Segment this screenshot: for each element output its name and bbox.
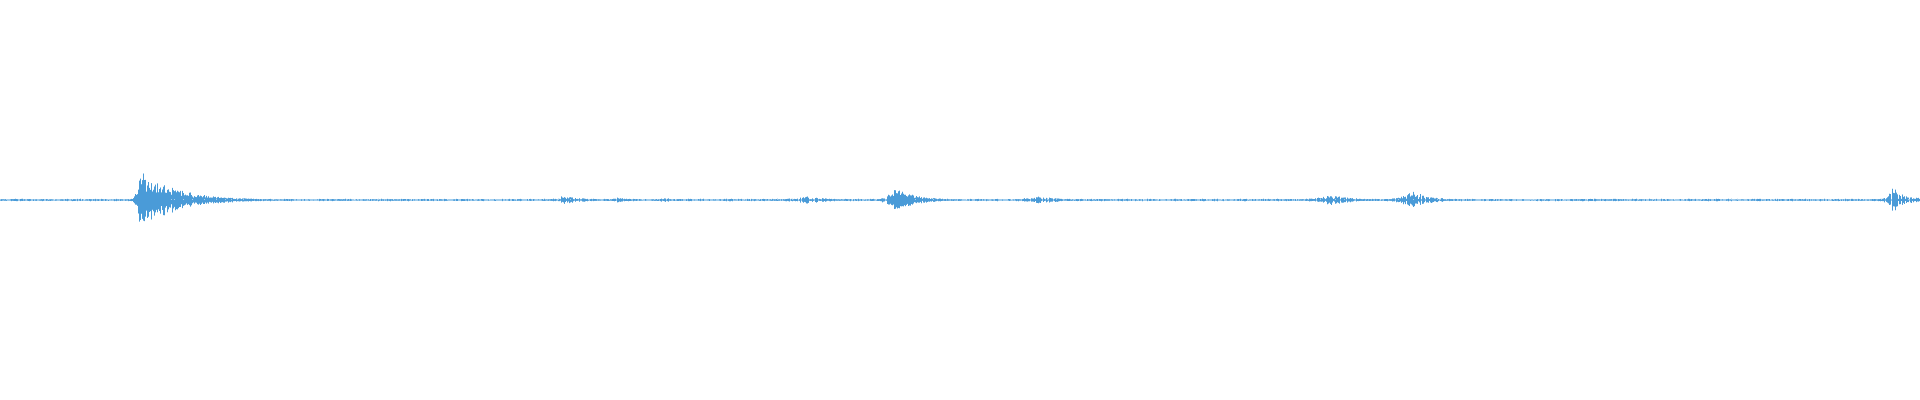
waveform-bursts [0, 173, 1920, 222]
waveform-signal [0, 173, 1920, 222]
